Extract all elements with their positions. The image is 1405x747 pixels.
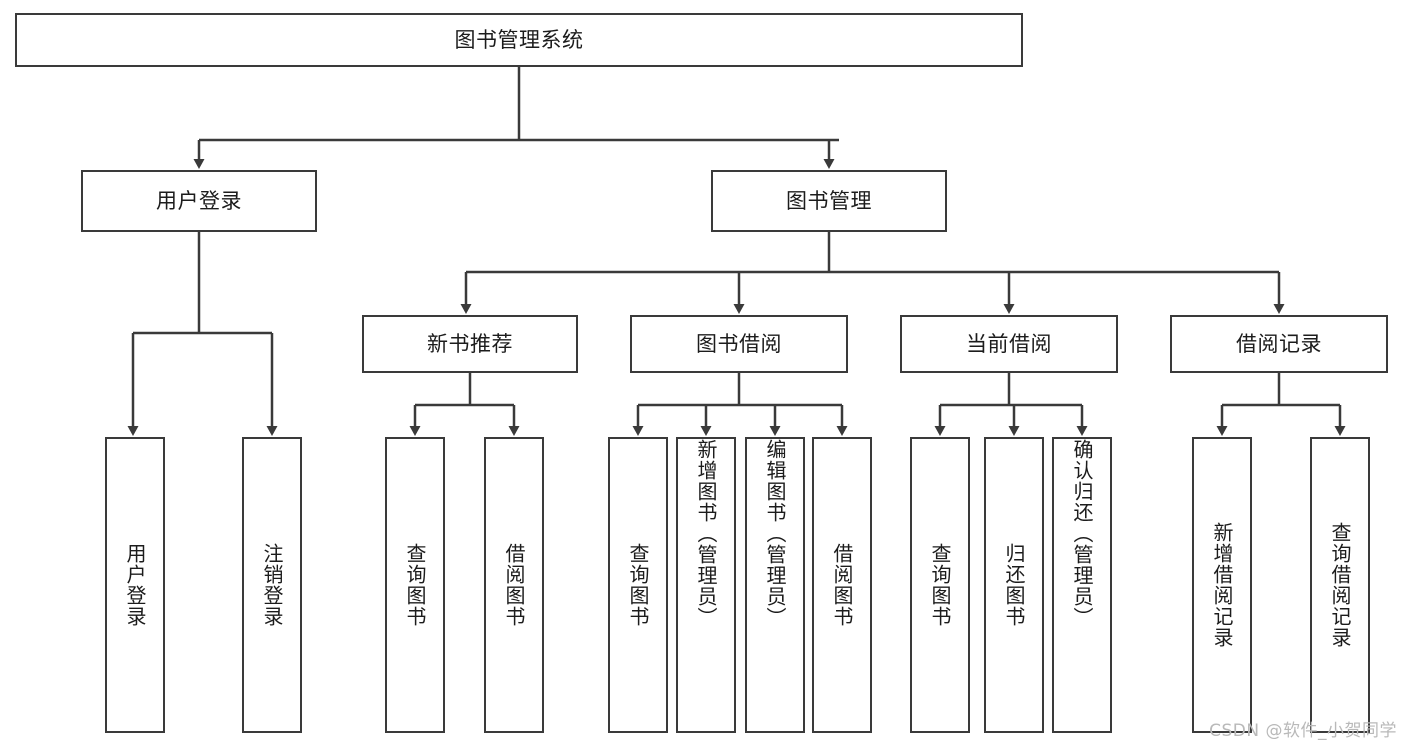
node-leaf-borrow-book-recommend-label: 借阅图书 bbox=[502, 543, 526, 627]
node-leaf-add-book-admin[interactable]: 新增图书（管理员） bbox=[676, 437, 736, 733]
node-book-borrow[interactable]: 图书借阅 bbox=[630, 315, 848, 373]
node-leaf-logout-label: 注销登录 bbox=[260, 543, 284, 627]
node-leaf-return-book[interactable]: 归还图书 bbox=[984, 437, 1044, 733]
node-leaf-query-book-recommend-label: 查询图书 bbox=[403, 543, 427, 627]
watermark: CSDN @软件_小贺同学 bbox=[1209, 721, 1397, 741]
node-current-borrow[interactable]: 当前借阅 bbox=[900, 315, 1118, 373]
node-leaf-query-borrow-record-label: 查询借阅记录 bbox=[1328, 522, 1352, 648]
node-root-label: 图书管理系统 bbox=[454, 27, 584, 52]
node-leaf-user-login[interactable]: 用户登录 bbox=[105, 437, 165, 733]
node-book-management[interactable]: 图书管理 bbox=[711, 170, 947, 232]
node-book-borrow-label: 图书借阅 bbox=[696, 331, 782, 356]
node-leaf-borrow-book[interactable]: 借阅图书 bbox=[812, 437, 872, 733]
node-borrow-records-label: 借阅记录 bbox=[1236, 331, 1322, 356]
node-leaf-add-borrow-record-label: 新增借阅记录 bbox=[1210, 522, 1234, 648]
node-leaf-query-book-recommend[interactable]: 查询图书 bbox=[385, 437, 445, 733]
node-book-management-label: 图书管理 bbox=[786, 188, 872, 213]
node-user-login[interactable]: 用户登录 bbox=[81, 170, 317, 232]
node-leaf-user-login-label: 用户登录 bbox=[123, 543, 147, 627]
node-leaf-confirm-return-admin-label: 确认归还（管理员） bbox=[1070, 439, 1094, 628]
node-new-book-recommend-label: 新书推荐 bbox=[427, 331, 513, 356]
node-root[interactable]: 图书管理系统 bbox=[15, 13, 1023, 67]
node-borrow-records[interactable]: 借阅记录 bbox=[1170, 315, 1388, 373]
node-leaf-edit-book-admin[interactable]: 编辑图书（管理员） bbox=[745, 437, 805, 733]
node-leaf-edit-book-admin-label: 编辑图书（管理员） bbox=[763, 439, 787, 628]
node-leaf-add-book-admin-label: 新增图书（管理员） bbox=[694, 439, 718, 628]
node-leaf-query-book-current-label: 查询图书 bbox=[928, 543, 952, 627]
node-leaf-query-book-borrow[interactable]: 查询图书 bbox=[608, 437, 668, 733]
node-user-login-label: 用户登录 bbox=[156, 188, 242, 213]
node-leaf-query-book-borrow-label: 查询图书 bbox=[626, 543, 650, 627]
node-current-borrow-label: 当前借阅 bbox=[966, 331, 1052, 356]
node-leaf-borrow-book-recommend[interactable]: 借阅图书 bbox=[484, 437, 544, 733]
node-leaf-logout[interactable]: 注销登录 bbox=[242, 437, 302, 733]
node-leaf-confirm-return-admin[interactable]: 确认归还（管理员） bbox=[1052, 437, 1112, 733]
node-leaf-add-borrow-record[interactable]: 新增借阅记录 bbox=[1192, 437, 1252, 733]
node-new-book-recommend[interactable]: 新书推荐 bbox=[362, 315, 578, 373]
node-leaf-borrow-book-label: 借阅图书 bbox=[830, 543, 854, 627]
node-leaf-return-book-label: 归还图书 bbox=[1002, 543, 1026, 627]
node-leaf-query-borrow-record[interactable]: 查询借阅记录 bbox=[1310, 437, 1370, 733]
node-leaf-query-book-current[interactable]: 查询图书 bbox=[910, 437, 970, 733]
